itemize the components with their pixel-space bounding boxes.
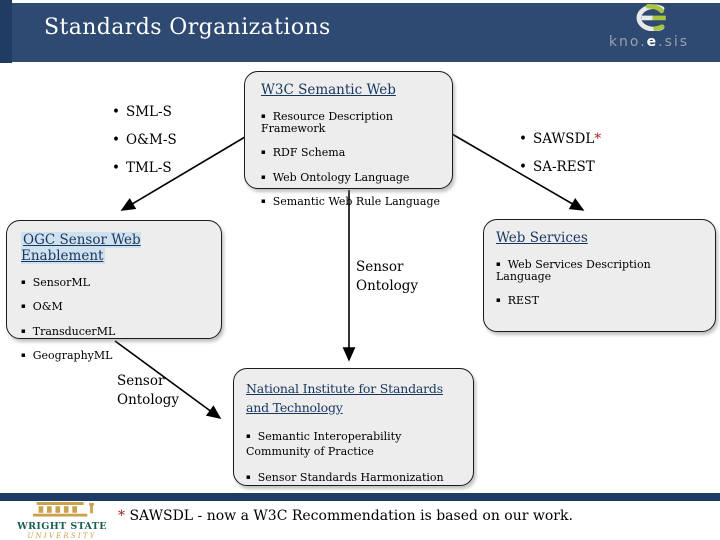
knoesis-wordmark: kno.e.sis [608, 34, 690, 50]
university-subtitle: UNIVERSITY [27, 532, 97, 540]
list-item: ▪Web Services Description Language [496, 257, 651, 283]
knoesis-e-icon [636, 4, 666, 32]
bullet-icon: ▪ [21, 351, 26, 359]
header-left-accent [0, 0, 12, 63]
header-bar [0, 3, 720, 62]
nist-box: National Institute for Standards and Tec… [233, 368, 474, 486]
list-item: •SA-REST [519, 159, 595, 175]
bullet-icon: ▪ [261, 197, 266, 205]
list-item: ▪Web Ontology Language [261, 170, 410, 184]
bullet-icon: ▪ [21, 302, 26, 310]
web-services-box-title: Web Services [496, 230, 588, 246]
ogc-sensor-web-box: OGC Sensor Web Enablement ▪SensorML ▪O&M… [6, 220, 222, 362]
w3c-box-title: W3C Semantic Web [261, 82, 396, 98]
bullet-icon: • [112, 132, 120, 148]
bullet-icon: ▪ [246, 473, 251, 481]
bullet-icon: • [112, 104, 120, 120]
bullet-icon: • [112, 160, 120, 176]
ws-standards-list: •SAWSDL* •SA-REST [519, 131, 601, 187]
nist-box-title: National Institute for Standards and Tec… [246, 381, 443, 415]
sensor-ontology-label-left: Sensor Ontology [117, 373, 180, 408]
university-name: WRIGHT STATE [17, 521, 107, 532]
ogc-standards-list: •SML-S •O&M-S •TML-S [112, 104, 177, 188]
bullet-icon: ▪ [246, 431, 251, 440]
list-item: ▪GeographyML [21, 349, 113, 362]
bullet-icon: ▪ [21, 277, 26, 286]
bullet-icon: ▪ [261, 148, 266, 156]
list-item: ▪SensorML [21, 275, 90, 289]
list-item: ▪Semantic Web Rule Language [261, 195, 440, 208]
page-title: Standards Organizations [44, 15, 331, 40]
footnote: * SAWSDL - now a W3C Recommendation is b… [118, 508, 573, 524]
list-item: ▪REST [496, 294, 539, 307]
wright-state-logo: WRIGHT STATE UNIVERSITY [10, 502, 114, 540]
bullet-icon: ▪ [21, 326, 26, 335]
knoesis-logo: kno.e.sis [590, 3, 708, 49]
list-item: •O&M-S [112, 132, 177, 148]
footnote-asterisk: * [118, 508, 125, 524]
list-item: •TML-S [112, 160, 172, 176]
w3c-semantic-web-box: W3C Semantic Web ▪Resource Description F… [244, 71, 453, 208]
bullet-icon: ▪ [261, 172, 266, 181]
bullet-icon: • [519, 159, 527, 175]
bullet-icon: ▪ [261, 111, 266, 120]
web-services-box: Web Services ▪Web Services Description L… [483, 219, 716, 332]
list-item: ▪TransducerML [21, 324, 116, 338]
list-item: ▪O&M [21, 300, 63, 313]
list-item: •SAWSDL* [519, 131, 602, 147]
footer-divider-bar [0, 493, 720, 501]
ogc-box-title: OGC Sensor Web Enablement [21, 232, 141, 264]
list-item: •SML-S [112, 104, 172, 120]
list-item: ▪Resource Description Framework [261, 109, 393, 135]
list-item: ▪Semantic Interoperability Community of … [246, 429, 402, 458]
university-building-icon [32, 502, 94, 517]
bullet-icon: ▪ [496, 259, 501, 268]
sensor-ontology-label-center: Sensor Ontology [356, 259, 419, 294]
bullet-icon: ▪ [496, 296, 501, 304]
footnote-asterisk: * [594, 131, 602, 147]
list-item: ▪Sensor Standards Harmonization [246, 471, 444, 484]
bullet-icon: • [519, 131, 527, 147]
list-item: ▪RDF Schema [261, 146, 346, 159]
